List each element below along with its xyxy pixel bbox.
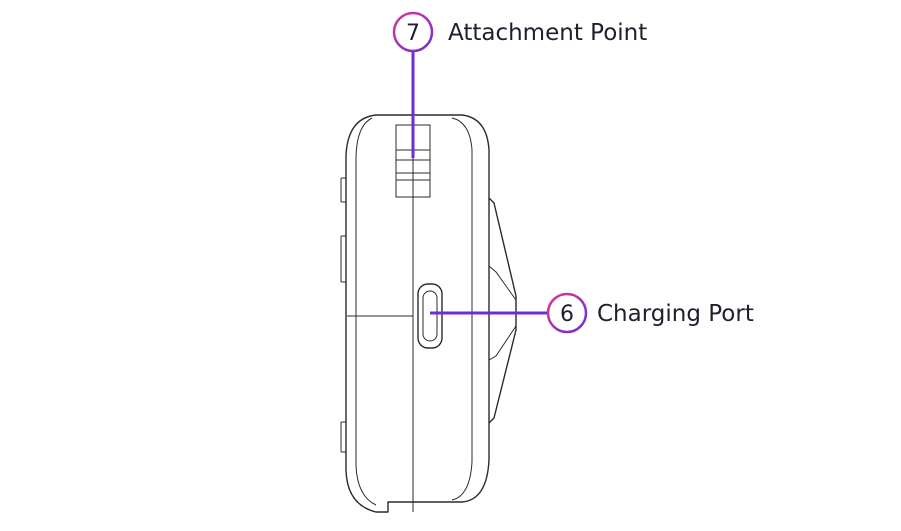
- side-button-upper: [340, 177, 347, 203]
- side-button-lower: [340, 421, 347, 453]
- front-face-inner-edge: [488, 265, 517, 361]
- front-face-protrusion: [488, 197, 517, 424]
- callout-attachment-point: 7 Attachment Point: [392, 11, 647, 53]
- callout-badge-6: [546, 292, 588, 334]
- back-bezel-line: [355, 117, 377, 506]
- charging-port-shape: [417, 283, 443, 349]
- callout-number-7: 7: [406, 21, 420, 46]
- callout-badge-7: [392, 11, 434, 53]
- callout-charging-port: 6 Charging Port: [546, 292, 754, 334]
- callout-label-attachment-point: Attachment Point: [448, 20, 647, 46]
- front-bezel-line: [451, 117, 473, 501]
- callout-number-6: 6: [560, 302, 574, 327]
- housing-outline: [345, 114, 490, 513]
- side-button-middle: [340, 235, 347, 283]
- callout-label-charging-port: Charging Port: [597, 301, 754, 327]
